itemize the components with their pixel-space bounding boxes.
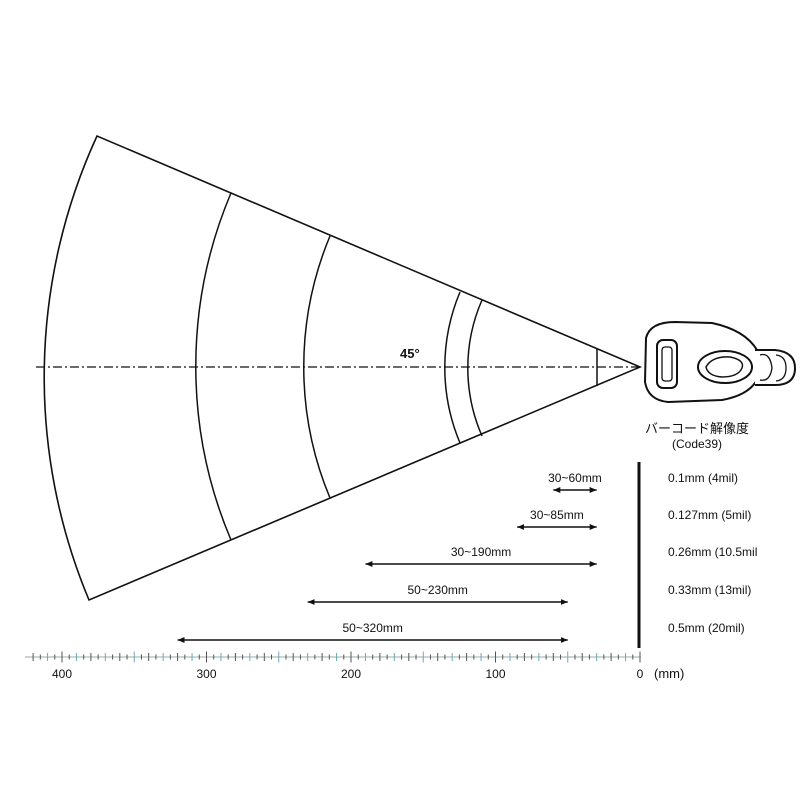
resolution-subtitle: (Code39)	[672, 437, 722, 451]
range-label-1: 30~85mm	[530, 508, 584, 522]
ruler-labels: 400 300 200 100 0	[52, 667, 644, 681]
ruler-label-200: 200	[341, 667, 361, 681]
distance-ruler	[25, 651, 641, 663]
range-label-4: 50~320mm	[342, 621, 402, 635]
range-label-2: 30~190mm	[451, 545, 511, 559]
resolution-label-1: 0.127mm (5mil)	[668, 508, 751, 522]
ruler-label-300: 300	[196, 667, 216, 681]
resolution-label-0: 0.1mm (4mil)	[668, 471, 738, 485]
resolution-label-3: 0.33mm (13mil)	[668, 583, 751, 597]
resolution-label-4: 0.5mm (20mil)	[668, 621, 745, 635]
scanner-icon	[643, 320, 797, 404]
unit-label: (mm)	[654, 666, 684, 681]
range-arc-190b	[467, 299, 483, 437]
scan-field-outline	[43, 134, 643, 602]
range-label-0: 30~60mm	[548, 471, 602, 485]
angle-label: 45°	[400, 346, 420, 361]
ruler-label-100: 100	[485, 667, 505, 681]
resolution-label-2: 0.26mm (10.5mil	[668, 545, 757, 559]
range-label-3: 50~230mm	[408, 583, 468, 597]
range-bars: 30~60mm 0.1mm (4mil) 30~85mm 0.127mm (5mil)…	[177, 471, 757, 643]
ruler-label-400: 400	[52, 667, 72, 681]
resolution-title: バーコード解像度	[645, 421, 749, 436]
ruler-label-0: 0	[637, 667, 644, 681]
